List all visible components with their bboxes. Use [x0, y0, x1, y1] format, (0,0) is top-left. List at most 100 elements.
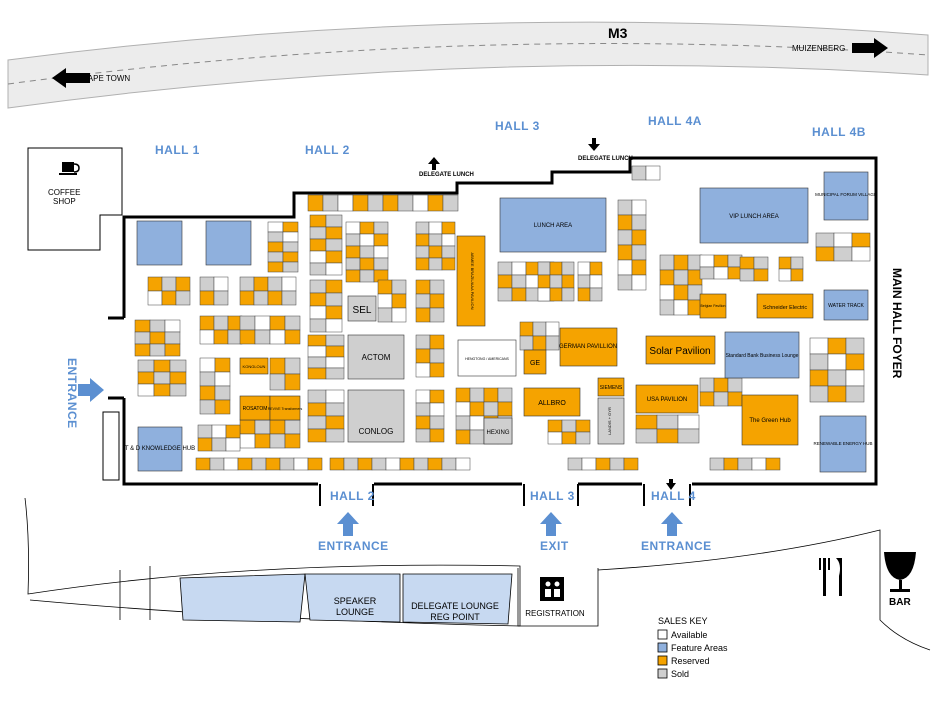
- exhibition-stand[interactable]: [483, 401, 499, 417]
- exhibition-stand[interactable]: [254, 419, 271, 435]
- exhibition-stand[interactable]: [325, 292, 343, 307]
- exhibition-stand[interactable]: [737, 457, 753, 471]
- exhibition-stand[interactable]: [309, 250, 327, 264]
- exhibition-stand[interactable]: [429, 307, 445, 323]
- exhibition-stand[interactable]: [239, 419, 256, 435]
- exhibition-stand[interactable]: [371, 457, 387, 471]
- exhibition-stand[interactable]: [325, 279, 343, 294]
- exhibition-stand[interactable]: [455, 415, 471, 431]
- exhibition-stand[interactable]: [429, 415, 445, 430]
- exhibition-stand[interactable]: [345, 233, 361, 247]
- sel-stand[interactable]: [347, 295, 377, 322]
- exhibition-stand[interactable]: [809, 337, 829, 355]
- exhibition-stand[interactable]: [164, 343, 181, 357]
- exhibition-stand[interactable]: [284, 419, 301, 435]
- exhibition-stand[interactable]: [827, 369, 847, 387]
- exhibition-stand[interactable]: [345, 257, 361, 271]
- exhibition-stand[interactable]: [428, 233, 443, 247]
- exhibition-stand[interactable]: [397, 194, 414, 212]
- exhibition-stand[interactable]: [309, 292, 327, 307]
- exhibition-stand[interactable]: [293, 457, 309, 471]
- exhibition-stand[interactable]: [673, 254, 689, 271]
- exhibition-stand[interactable]: [254, 329, 271, 345]
- exhibition-stand[interactable]: [149, 319, 166, 333]
- exhibition-stand[interactable]: [589, 261, 603, 276]
- exhibition-stand[interactable]: [391, 293, 407, 309]
- exhibition-stand[interactable]: [699, 377, 715, 393]
- exhibition-stand[interactable]: [429, 362, 445, 378]
- exhibition-stand[interactable]: [427, 194, 444, 212]
- exhibition-stand[interactable]: [455, 429, 471, 445]
- exhibition-stand[interactable]: [429, 293, 445, 309]
- kongloun-stand[interactable]: [239, 357, 269, 375]
- exhibition-stand[interactable]: [269, 315, 286, 331]
- exhibition-stand[interactable]: [713, 377, 729, 393]
- exhibition-stand[interactable]: [213, 315, 229, 331]
- exhibition-stand[interactable]: [631, 244, 647, 261]
- exhibition-stand[interactable]: [325, 356, 345, 369]
- exhibition-stand[interactable]: [561, 431, 577, 445]
- exhibition-stand[interactable]: [149, 331, 166, 345]
- exhibition-stand[interactable]: [147, 290, 163, 306]
- feature-stand[interactable]: [136, 220, 183, 266]
- vip-lunch-area[interactable]: [699, 187, 809, 244]
- exhibition-stand[interactable]: [561, 261, 575, 276]
- exhibition-stand[interactable]: [254, 433, 271, 449]
- exhibition-stand[interactable]: [307, 457, 323, 471]
- exhibition-stand[interactable]: [455, 457, 471, 471]
- exhibition-stand[interactable]: [532, 335, 547, 351]
- exhibition-stand[interactable]: [281, 276, 297, 292]
- exhibition-stand[interactable]: [617, 274, 633, 291]
- exhibition-stand[interactable]: [659, 269, 675, 286]
- exhibition-stand[interactable]: [239, 315, 256, 331]
- water-track[interactable]: [823, 289, 869, 321]
- exhibition-stand[interactable]: [254, 315, 271, 331]
- exhibition-stand[interactable]: [497, 387, 513, 403]
- exhibition-stand[interactable]: [284, 357, 301, 375]
- exhibition-stand[interactable]: [161, 276, 177, 292]
- exhibition-stand[interactable]: [519, 335, 534, 351]
- exhibition-stand[interactable]: [469, 387, 485, 403]
- exhibition-stand[interactable]: [345, 221, 361, 235]
- exhibition-stand[interactable]: [441, 245, 456, 259]
- german-pavillion[interactable]: [559, 327, 618, 367]
- exhibition-stand[interactable]: [359, 221, 375, 235]
- exhibition-stand[interactable]: [609, 457, 625, 471]
- exhibition-stand[interactable]: [561, 419, 577, 433]
- exhibition-stand[interactable]: [373, 245, 389, 259]
- exhibition-stand[interactable]: [209, 457, 225, 471]
- exhibition-stand[interactable]: [441, 257, 456, 271]
- exhibition-stand[interactable]: [329, 457, 345, 471]
- td-knowledge-hub[interactable]: [137, 426, 183, 472]
- exhibition-stand[interactable]: [412, 194, 429, 212]
- exhibition-stand[interactable]: [197, 437, 213, 452]
- exhibition-stand[interactable]: [631, 199, 647, 216]
- exhibition-stand[interactable]: [429, 428, 445, 443]
- exhibition-stand[interactable]: [322, 194, 339, 212]
- exhibition-stand[interactable]: [617, 199, 633, 216]
- exhibition-stand[interactable]: [415, 257, 430, 271]
- exhibition-stand[interactable]: [429, 334, 445, 350]
- exhibition-stand[interactable]: [833, 246, 853, 262]
- exhibition-stand[interactable]: [617, 214, 633, 231]
- exhibition-stand[interactable]: [309, 262, 327, 276]
- exhibition-stand[interactable]: [659, 299, 675, 316]
- exhibition-stand[interactable]: [282, 251, 299, 263]
- exhibition-stand[interactable]: [164, 331, 181, 345]
- exhibition-stand[interactable]: [753, 256, 769, 270]
- exhibition-stand[interactable]: [815, 232, 835, 248]
- exhibition-stand[interactable]: [225, 424, 241, 439]
- exhibition-stand[interactable]: [134, 343, 151, 357]
- exhibition-stand[interactable]: [511, 261, 527, 276]
- exhibition-stand[interactable]: [385, 457, 401, 471]
- exhibition-stand[interactable]: [723, 457, 739, 471]
- municipal-forum-village[interactable]: [823, 171, 869, 221]
- exhibition-stand[interactable]: [269, 329, 286, 345]
- exhibition-stand[interactable]: [827, 353, 847, 371]
- exhibition-stand[interactable]: [325, 428, 345, 443]
- exhibition-stand[interactable]: [673, 299, 689, 316]
- exhibition-stand[interactable]: [699, 266, 715, 280]
- exhibition-stand[interactable]: [577, 274, 591, 289]
- exhibition-stand[interactable]: [778, 268, 792, 282]
- exhibition-stand[interactable]: [199, 315, 215, 331]
